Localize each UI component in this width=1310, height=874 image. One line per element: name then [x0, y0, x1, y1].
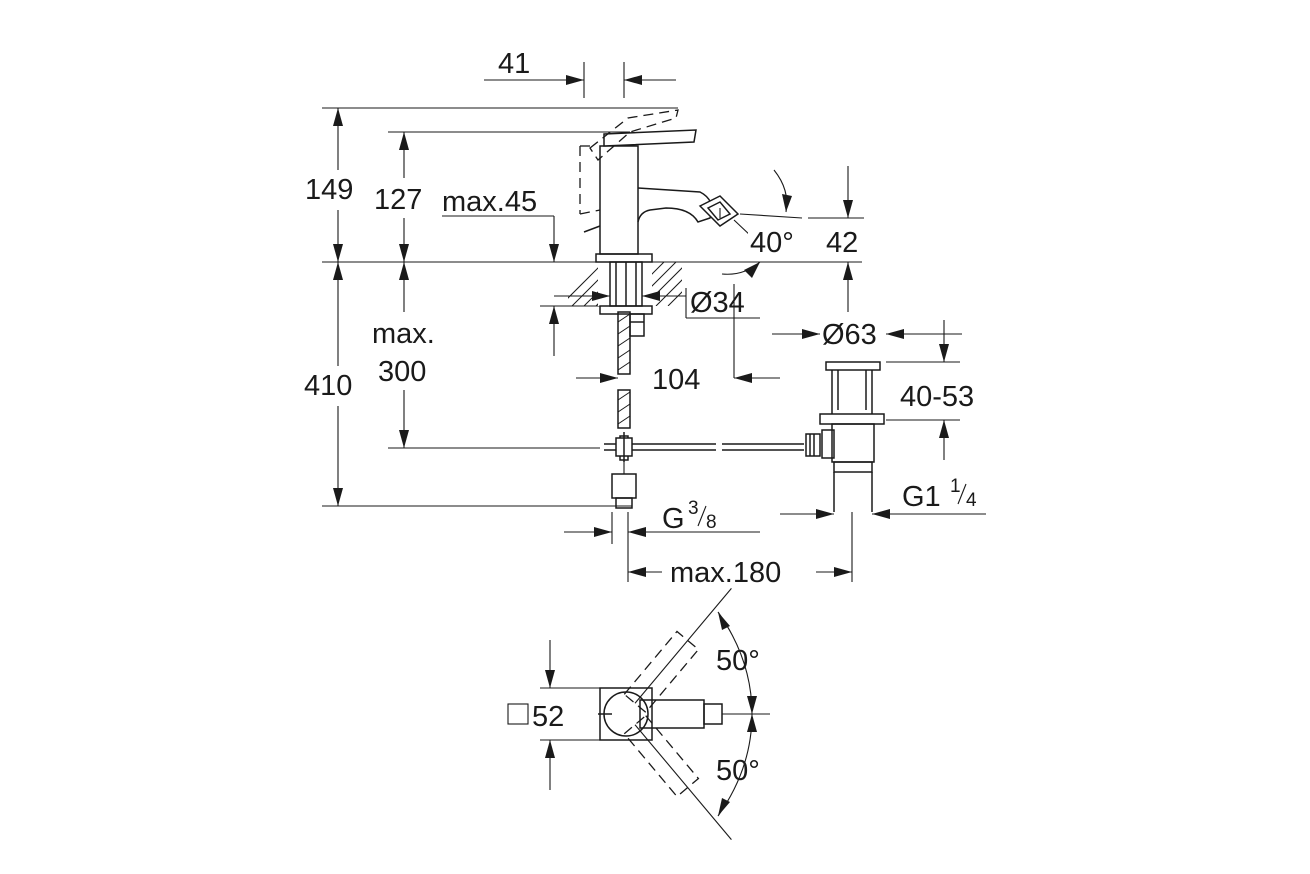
- dim-max45: max.45: [442, 186, 600, 356]
- label-dia63: Ø63: [822, 319, 877, 351]
- label-50-top: 50°: [716, 645, 760, 677]
- label-max180: max.180: [670, 557, 781, 589]
- dim-max180: max.180: [628, 512, 853, 589]
- label-max: max.: [372, 318, 435, 350]
- dim-angle-40: 40° 42: [721, 166, 864, 312]
- label-g-sup: 3: [688, 498, 699, 519]
- label-g: G: [662, 503, 685, 535]
- dim-g38: G 3 8: [564, 498, 760, 582]
- label-50-bottom: 50°: [716, 755, 760, 787]
- label-g1-sub: 4: [966, 490, 977, 511]
- dim-149: 149: [300, 107, 678, 506]
- label-g-sub: 8: [706, 512, 717, 533]
- top-view: 52 50° 50°: [507, 588, 770, 840]
- label-dia34: Ø34: [690, 287, 745, 319]
- popup-rod: [388, 432, 804, 462]
- label-max45: max.45: [442, 186, 537, 218]
- dim-dia34: Ø34: [554, 287, 760, 319]
- label-52: 52: [532, 701, 564, 733]
- label-41: 41: [498, 48, 530, 80]
- square-symbol: [507, 703, 529, 725]
- dim-127: 127 max. 300: [368, 131, 630, 448]
- waste-fitting: Ø63 40-53: [772, 319, 986, 519]
- side-view: 41 149 127 max. 300: [300, 48, 986, 589]
- label-127: 127: [374, 184, 422, 216]
- label-104: 104: [652, 364, 700, 396]
- label-42: 42: [826, 227, 858, 259]
- dim-41: 41: [484, 48, 676, 98]
- mixer-body: [579, 109, 740, 337]
- deck-hatching: [568, 262, 682, 306]
- label-300: 300: [378, 356, 426, 388]
- label-410: 410: [304, 370, 352, 402]
- label-40-53: 40-53: [900, 381, 974, 413]
- label-40deg: 40°: [750, 227, 794, 259]
- label-149: 149: [305, 174, 353, 206]
- dim-104: 104: [576, 284, 780, 396]
- label-g1-sup: 1: [950, 476, 961, 497]
- label-g1: G1: [902, 481, 941, 513]
- flexible-hose: [611, 311, 637, 509]
